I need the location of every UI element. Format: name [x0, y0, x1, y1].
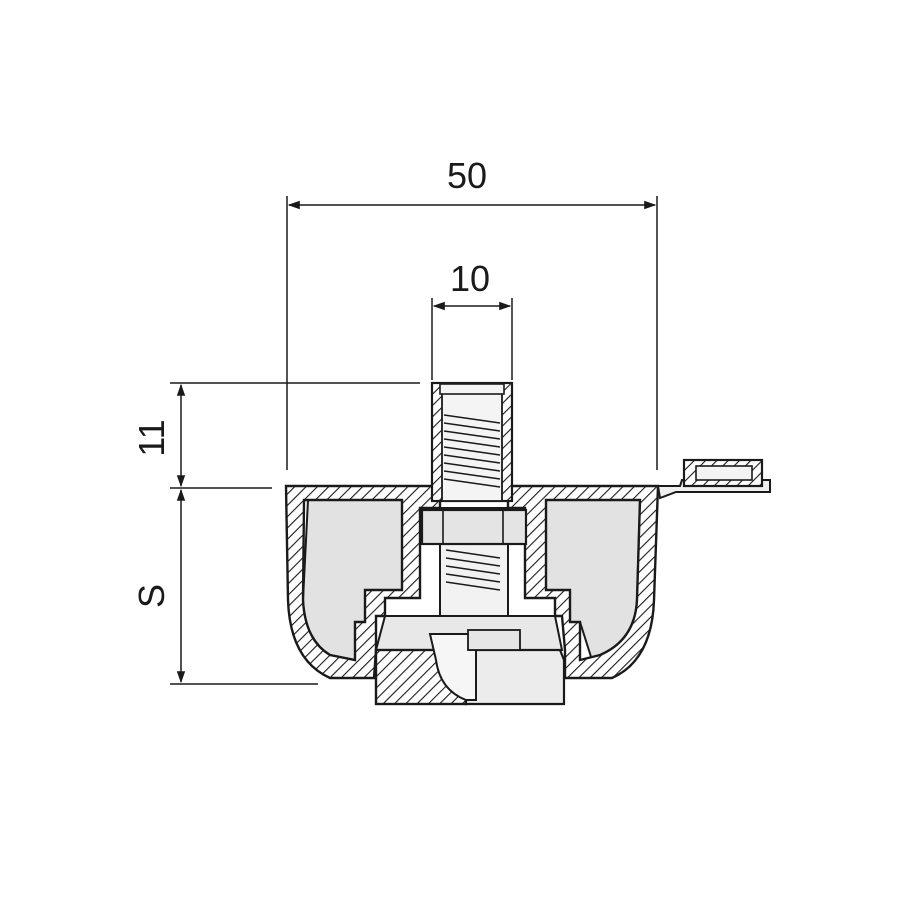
base-foot-plug — [464, 648, 566, 706]
dimension-label-11: 11 — [131, 419, 172, 456]
dimension-lines — [170, 196, 658, 685]
side-clip-slot — [695, 465, 753, 481]
side-clip — [656, 458, 771, 500]
dimension-label-s: S — [131, 584, 172, 608]
dimension-label-10: 10 — [450, 258, 490, 299]
stud-core — [441, 392, 503, 502]
threaded-stud — [430, 381, 514, 503]
cup-wall-left — [284, 484, 442, 680]
base-foot — [374, 629, 566, 706]
stud-thread — [443, 414, 501, 488]
lower-thread — [445, 549, 501, 591]
cup-housing — [284, 484, 660, 680]
cup-wall-right — [506, 484, 660, 680]
dimension-label-50: 50 — [447, 155, 487, 196]
hex-nut — [420, 508, 528, 546]
stud-cap — [439, 383, 505, 395]
pin-head — [467, 629, 521, 651]
